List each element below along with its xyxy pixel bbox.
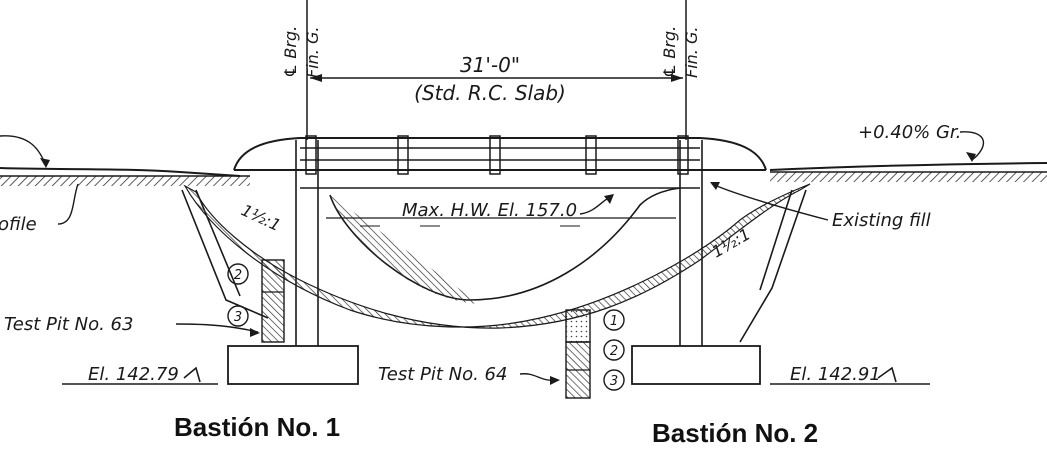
ground-line-left [0, 167, 250, 186]
span-length-text: 31'-0" [460, 53, 520, 77]
layer-circles-left: 2 3 [227, 263, 249, 327]
bridge-superstructure [233, 135, 767, 189]
bearing-right-label: ℄ Brg. [660, 26, 679, 78]
existing-profile-text: ofile [0, 214, 37, 235]
test-pit-63-column [261, 259, 285, 343]
bearing-line-right: ℄ Brg. Fin. G. [660, 0, 701, 140]
existing-fill-text: Existing fill [832, 210, 931, 231]
abutment-2-label: Bastión No. 2 [652, 418, 819, 448]
layer-2-left: 2 [234, 268, 242, 283]
test-pit-64-label: Test Pit No. 64 [378, 364, 507, 385]
elevation-right-text: El. 142.91 [790, 364, 881, 385]
test-pit-64-column [565, 309, 591, 399]
layer-2-right: 2 [610, 344, 618, 359]
channel-excavation [183, 183, 811, 329]
ground-line-right [769, 162, 1047, 182]
layer-3-left: 3 [234, 310, 242, 325]
elevation-left: El. 142.79 [62, 364, 218, 385]
span-dimension: 31'-0" (Std. R.C. Slab) [310, 53, 683, 105]
railing-posts [305, 135, 689, 175]
fin-grade-left-label: Fin. G. [303, 27, 322, 78]
bearing-left-label: ℄ Brg. [281, 26, 300, 78]
elevation-right: El. 142.91 [770, 364, 930, 385]
layer-3-right: 3 [610, 374, 618, 389]
elevation-left-text: El. 142.79 [88, 364, 179, 385]
layer-1-right: 1 [610, 314, 618, 329]
abutment-1-label: Bastión No. 1 [174, 412, 341, 442]
fin-grade-right-label: Fin. G. [682, 27, 701, 78]
max-high-water-text: Max. H.W. El. 157.0 [402, 200, 577, 221]
test-pit-63-label: Test Pit No. 63 [4, 314, 133, 335]
grade-text: +0.40% Gr. [858, 122, 961, 143]
abutment-left-wall [181, 140, 359, 385]
layer-circles-right: 1 2 3 [603, 309, 625, 391]
bearing-line-left: ℄ Brg. Fin. G. [281, 0, 322, 140]
slope-left-text: 1½:1 [238, 200, 283, 235]
abutment-right-wall [631, 140, 807, 385]
water-lines [326, 217, 676, 227]
span-description-text: (Std. R.C. Slab) [414, 81, 566, 105]
